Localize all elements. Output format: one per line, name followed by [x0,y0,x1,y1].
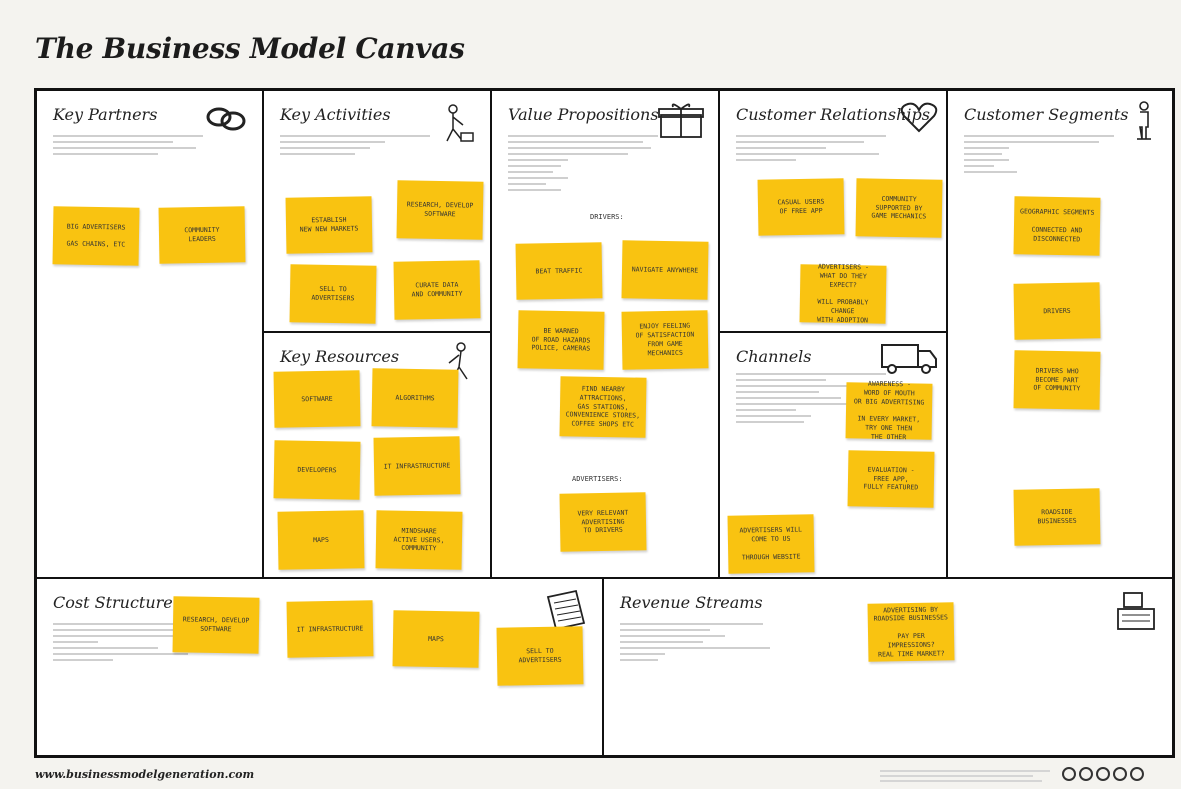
block-title: Cost Structure [53,593,173,612]
page-title: The Business Model Canvas [35,32,465,65]
sticky-note[interactable]: Community leaders [158,206,246,264]
sticky-note[interactable]: IT infrastructure [373,436,461,496]
guiding-questions [964,135,1114,177]
block-title: Key Partners [53,105,158,124]
sticky-note[interactable]: Casual users of free app [757,178,845,236]
sticky-note[interactable]: Maps [392,610,480,668]
block-revenue-streams: Revenue Streams Advertising by roadside … [604,579,1172,755]
block-title: Channels [736,347,812,366]
chain-link-icon [206,107,246,131]
sticky-note[interactable]: Drivers who become part of community [1013,350,1101,410]
block-title: Value Propositions [508,105,659,124]
worker-icon [446,104,474,142]
guiding-questions [620,623,770,665]
sticky-note[interactable]: Mindshare active users, community [375,510,463,570]
worker-icon [448,342,468,380]
guiding-questions [508,135,658,195]
sticky-note[interactable]: Developers [273,440,361,500]
sticky-note[interactable]: Navigate anywhere [621,240,709,300]
attribution-icon [1079,767,1093,781]
cash-register-icon [1117,592,1155,630]
block-customer-segments: Customer Segments Geographic segments co… [948,91,1172,579]
sticky-note[interactable]: Sell to advertisers [496,626,584,686]
block-key-resources: Key Resources Software Algorithms Develo… [264,333,492,579]
block-channels: Channels Awareness - word of mouth or bi… [720,333,948,579]
price-tag-icon [546,589,586,631]
sticky-note[interactable]: Advertising by roadside businesses pay p… [867,602,955,662]
heart-icon [900,102,938,133]
block-key-activities: Key Activities Establish new new markets… [264,91,492,333]
sticky-note[interactable]: Research, develop software [172,596,260,654]
block-customer-relationships: Customer Relationships Casual users of f… [720,91,948,333]
sticky-note[interactable]: Enjoy feeling of satisfaction from game … [621,310,709,370]
block-title: Customer Segments [964,105,1129,124]
footer-url[interactable]: www.businessmodelgeneration.com [35,768,255,781]
sticky-note[interactable]: Beat traffic [515,242,603,300]
guiding-questions [53,135,203,159]
block-key-partners: Key Partners Big advertisers gas chains,… [37,91,264,579]
sticky-note[interactable]: Awareness - word of mouth or big adverti… [845,380,933,441]
block-title: Customer Relationships [736,105,930,124]
sticky-note[interactable]: Roadside businesses [1013,488,1101,546]
sticky-note[interactable]: IT infrastructure [286,600,374,658]
sticky-note[interactable]: Establish new new markets [285,196,373,254]
guiding-questions [280,135,430,159]
sticky-note[interactable]: Research, develop software [396,180,484,240]
sticky-note[interactable]: Big advertisers gas chains, etc [52,206,140,266]
business-model-canvas: Key Partners Big advertisers gas chains,… [34,88,1175,758]
gift-icon [658,103,704,138]
license-icons [1062,767,1144,781]
sticky-note[interactable]: Advertisers - what do they expect? will … [799,263,887,324]
sticky-note[interactable]: Software [273,370,361,428]
person-icon [1137,101,1151,140]
section-label-advertisers: Advertisers: [572,475,623,483]
info-icon [1130,767,1144,781]
sticky-note[interactable]: Algorithms [371,368,459,428]
non-commercial-icon [1113,767,1127,781]
cc-icon [1062,767,1076,781]
block-value-propositions: Value Propositions Drivers: Beat traffic… [492,91,720,579]
block-title: Key Activities [280,105,391,124]
guiding-questions [736,135,886,165]
share-alike-icon [1096,767,1110,781]
sticky-note[interactable]: Geographic segments connected and discon… [1013,196,1101,256]
guiding-questions [53,623,203,665]
block-title: Revenue Streams [620,593,763,612]
sticky-note[interactable]: Find nearby attractions, gas stations, c… [559,376,647,438]
sticky-note[interactable]: Advertisers will come to us through webs… [727,514,815,574]
sticky-note[interactable]: Community supported by game mechanics [855,178,943,238]
license-fine-print [880,770,1050,785]
sticky-note[interactable]: Drivers [1013,282,1101,340]
block-title: Key Resources [280,347,400,366]
sticky-note[interactable]: Sell to advertisers [289,264,377,324]
block-cost-structure: Cost Structure Research, develop softwar… [37,579,604,755]
sticky-note[interactable]: Very relevant advertising to drivers [559,492,647,552]
sticky-note[interactable]: Maps [277,510,365,570]
sticky-note[interactable]: Curate data and community [393,260,481,320]
guiding-questions [736,373,886,427]
sticky-note[interactable]: Be warned of road hazards police, camera… [517,310,605,370]
section-label-drivers: Drivers: [590,213,624,221]
sticky-note[interactable]: Evaluation - free app, fully featured [847,450,935,508]
truck-icon [881,344,937,374]
